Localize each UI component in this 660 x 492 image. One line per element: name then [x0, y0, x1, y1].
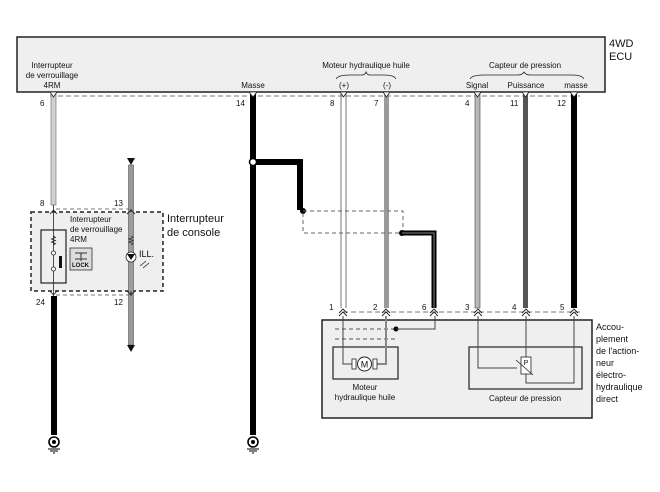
- actuator-shield-wire: [396, 316, 436, 330]
- sensor-wire-signal: [477, 316, 517, 369]
- actuator-label-line: neur: [596, 358, 614, 368]
- wire-shield-to-actuator: [402, 230, 437, 308]
- actuator-pin-1: 1: [329, 303, 334, 312]
- motor-wire-minus: [374, 316, 387, 365]
- light-rays-icon: [139, 260, 150, 269]
- console-connector-chevrons: [49, 209, 136, 296]
- switch-actuator: [59, 256, 62, 268]
- ecu-lock-switch-label-2: de verrouillage: [26, 71, 79, 80]
- actuator-pin-4: 4: [512, 303, 517, 312]
- splice-point-open: [248, 157, 258, 167]
- console-switch-label-3: 4RM: [70, 235, 87, 244]
- pressure-sensor-icon: [520, 356, 532, 375]
- arrow-down-bottom-icon: [127, 345, 135, 352]
- ecu-pin-markers: [49, 91, 579, 98]
- lock-switch-frame: [40, 229, 67, 284]
- console-switch-label-1: Interrupteur: [70, 215, 112, 224]
- actuator-pin-6: 6: [422, 303, 427, 312]
- wire-ecu-ground: [250, 93, 256, 435]
- ecu-pin-plus-label: (+): [339, 81, 349, 90]
- ill-label: ILL.: [139, 249, 154, 259]
- ground-symbol-left: [48, 436, 60, 454]
- variable-indicator-icon: [515, 359, 534, 376]
- drivetrain-glyph-icon: [75, 252, 87, 261]
- switch-contact-bottom: [51, 266, 56, 272]
- ecu-pin-7: 7: [374, 99, 379, 108]
- ecu-pin-12: 12: [557, 99, 566, 108]
- ecu-pin-signal-label: Signal: [466, 81, 488, 90]
- switch-contact-top: [51, 250, 56, 256]
- actuator-label-line: direct: [596, 394, 619, 404]
- ecu-pin-ground-label: masse: [564, 81, 588, 90]
- console-label-line2: de console: [167, 227, 220, 239]
- ecu-pin-8: 8: [330, 99, 335, 108]
- motor-icon: [357, 356, 372, 372]
- console-pin-24: 24: [36, 298, 45, 307]
- led-triangle: [127, 254, 135, 260]
- arrow-down-top-icon: [127, 158, 135, 165]
- ecu-sensor-group-label: Capteur de pression: [489, 61, 561, 70]
- motor-brush-left: [351, 358, 357, 370]
- ecu-lock-switch-label-1: Interrupteur: [31, 61, 73, 70]
- ecu-title-line2: ECU: [609, 51, 632, 63]
- resistor-icon: [50, 235, 57, 246]
- ecu-lock-switch-label-3: 4RM: [44, 81, 61, 90]
- console-pin-13: 13: [114, 199, 123, 208]
- actuator-pin-5: 5: [560, 303, 565, 312]
- motor-label-2: hydraulique huile: [335, 393, 396, 402]
- motor-brush-right: [372, 358, 378, 370]
- ecu-pin-minus-label: (-): [383, 81, 391, 90]
- actuator-pin-3: 3: [465, 303, 470, 312]
- illumination-resistor-icon: [127, 235, 135, 246]
- ecu-pin-power-label: Puissance: [508, 81, 545, 90]
- wire-sensor-power: [523, 93, 528, 308]
- motor-group-brace: [335, 70, 397, 80]
- actuator-label-line: de l'action-: [596, 346, 639, 356]
- wire-lock-switch: [50, 92, 57, 206]
- wire-ground-branch: [253, 159, 303, 210]
- actuator-label-line: électro-: [596, 370, 626, 380]
- sensor-group-brace: [469, 71, 585, 80]
- ecu-box: [16, 36, 606, 93]
- motor-label-1: Moteur: [353, 383, 378, 392]
- ecu-pin-4: 4: [465, 99, 470, 108]
- actuator-label: Accou- plement de l'action- neur électro…: [596, 322, 643, 404]
- console-pin-12: 12: [114, 298, 123, 307]
- wire-sensor-signal: [474, 92, 481, 309]
- sensor-symbol: P: [524, 360, 529, 367]
- ecu-motor-group-label: Moteur hydraulique huile: [322, 61, 410, 70]
- sensor-label: Capteur de pression: [489, 394, 561, 403]
- console-switch-label-2: de verrouillage: [70, 225, 123, 234]
- actuator-label-line: plement: [596, 334, 629, 344]
- ecu-pin-14: 14: [236, 99, 245, 108]
- ecu-title-line1: 4WD: [609, 38, 634, 50]
- console-pin-8: 8: [40, 199, 45, 208]
- actuator-label-line: hydraulique: [596, 382, 643, 392]
- actuator-label-line: Accou-: [596, 322, 624, 332]
- ecu-pin-6: 6: [40, 99, 45, 108]
- actuator-connector-chevrons: [338, 308, 579, 317]
- motor-wire-plus: [342, 316, 355, 365]
- ground-symbol-right: [247, 436, 259, 454]
- console-label-line1: Interrupteur: [167, 213, 224, 225]
- ecu-pin-11: 11: [510, 99, 519, 108]
- shield-box: [302, 210, 404, 234]
- wire-shield-core: [402, 232, 435, 308]
- wire-motor-minus: [384, 93, 389, 308]
- wire-console-ground: [51, 296, 57, 435]
- ecu-ground-label: Masse: [241, 81, 265, 90]
- lock-icon-text: LOCK: [72, 263, 90, 269]
- actuator-pin-2: 2: [373, 303, 378, 312]
- wire-sensor-ground: [571, 93, 577, 308]
- sensor-wire-ground: [525, 316, 575, 384]
- motor-symbol: M: [361, 360, 369, 370]
